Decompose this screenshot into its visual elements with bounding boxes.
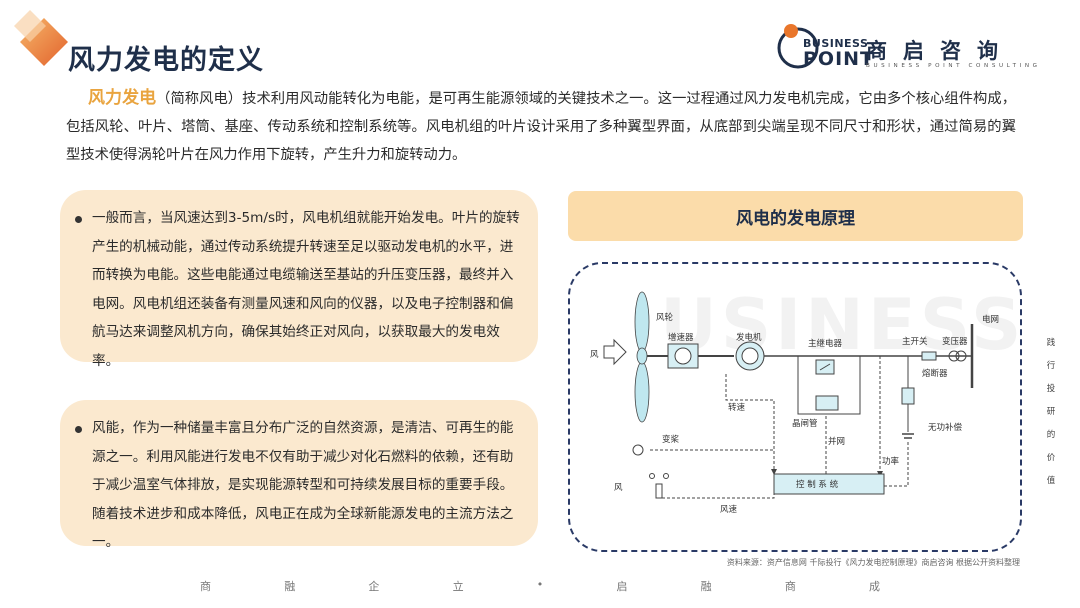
brand-logo: BUSINESS POINT 商启咨询 BUSINESS POINT CONSU… — [776, 18, 1066, 74]
label-rotor: 风轮 — [656, 312, 674, 323]
blade-top — [634, 291, 650, 353]
label-transformer: 变压器 — [942, 336, 968, 347]
footer-slogan: 商 融 企 立 • 启 融 商 成 — [200, 578, 880, 594]
label-speed: 转速 — [728, 402, 746, 413]
blade-bottom — [634, 361, 650, 423]
info-card-1: 一般而言，当风速达到3-5m/s时，风电机组就能开始发电。叶片的旋转产生的机械动… — [60, 190, 538, 369]
intro-highlight: 风力发电 — [88, 88, 157, 108]
wind-arrow-icon — [603, 338, 627, 366]
label-wind-left: 风 — [590, 350, 599, 360]
footer-char: 商 — [784, 580, 796, 593]
footer-char: 融 — [700, 580, 712, 593]
source-note: 资料来源：资产信息网 千际投行《风力发电控制原理》商启咨询 根据公开资料整理 — [726, 558, 1020, 567]
logo-point-text: POINT — [803, 48, 875, 70]
label-power: 功率 — [882, 456, 900, 467]
logo-english-name: BUSINESS POINT CONSULTING — [866, 63, 1041, 69]
footer-dot: • — [536, 578, 544, 591]
info-card-2-text: 风能，作为一种储量丰富且分布广泛的自然资源，是清洁、可再生的能源之一。利用风能进… — [92, 420, 514, 550]
label-main-switch: 主开关 — [902, 336, 928, 347]
anemometer-icon — [655, 483, 663, 499]
control-system-box — [773, 473, 885, 495]
page-title: 风力发电的定义 — [68, 45, 264, 76]
pitch-icon — [632, 444, 644, 456]
label-grid-connect: 并网 — [828, 436, 845, 447]
fuse-box — [901, 387, 915, 405]
label-wind-speed: 风速 — [720, 505, 738, 515]
diagram-heading: 风电的发电原理 — [568, 191, 1023, 241]
diagram-frame: USINESS 风 风轮 增速器 发电机 主继电器 — [568, 262, 1022, 552]
label-generator: 发电机 — [736, 332, 762, 343]
label-main-relay: 主继电器 — [808, 338, 843, 349]
transformer-icon — [948, 350, 960, 362]
wind-power-diagram: 风 风轮 增速器 发电机 主继电器 晶闸管 电网 主开关 变压器 — [590, 291, 999, 515]
footer-char: 成 — [869, 580, 880, 593]
rotor-hub — [636, 347, 648, 365]
label-pitch: 变桨 — [662, 434, 680, 445]
bullet-icon — [75, 216, 82, 223]
footer-char: 启 — [616, 580, 628, 593]
watermark-text: USINESS — [660, 284, 1022, 366]
bullet-icon — [75, 426, 82, 433]
label-thyristor: 晶闸管 — [792, 418, 818, 429]
thyristor-box — [815, 395, 839, 411]
side-vertical-text: 践行投研的价值 — [1046, 338, 1056, 486]
label-grid: 电网 — [982, 314, 999, 325]
label-fuse: 熔断器 — [922, 368, 948, 379]
info-card-2: 风能，作为一种储量丰富且分布广泛的自然资源，是清洁、可再生的能源之一。利用风能进… — [60, 400, 538, 550]
logo-mark-icon — [777, 24, 819, 69]
logo-business-text: BUSINESS — [803, 37, 869, 50]
label-reactive: 无功补偿 — [928, 422, 963, 433]
footer-char: 商 — [200, 580, 211, 593]
logo-chinese-name: 商启咨询 — [866, 39, 1014, 63]
label-wind-bottom: 风 — [614, 483, 623, 493]
footer-char: 立 — [452, 580, 464, 593]
corner-decoration — [14, 10, 68, 66]
intro-text: （简称风电）技术利用风动能转化为电能，是可再生能源领域的关键技术之一。这一过程通… — [66, 91, 1016, 163]
info-card-1-text: 一般而言，当风速达到3-5m/s时，风电机组就能开始发电。叶片的旋转产生的机械动… — [92, 210, 520, 369]
label-control: 控 制 系 统 — [796, 479, 839, 490]
intro-paragraph: 风力发电（简称风电）技术利用风动能转化为电能，是可再生能源领域的关键技术之一。这… — [66, 84, 1016, 169]
label-gearbox: 增速器 — [668, 332, 694, 343]
footer-char: 企 — [368, 580, 380, 593]
footer-char: 融 — [284, 580, 296, 593]
